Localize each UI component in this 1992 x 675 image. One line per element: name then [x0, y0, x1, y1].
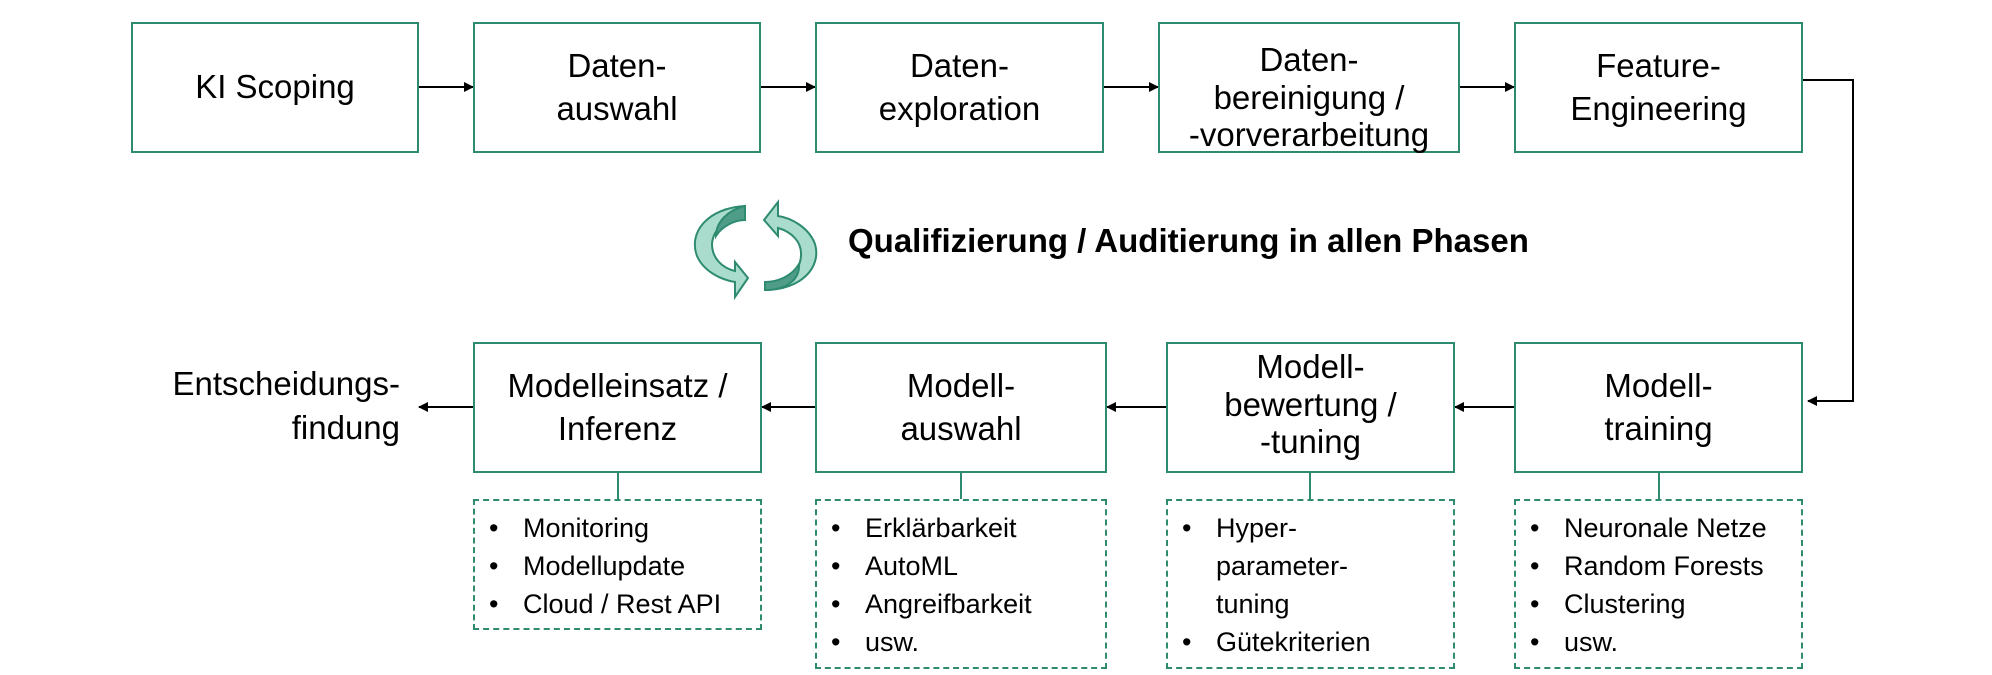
- step-label: training: [1604, 409, 1713, 447]
- step-feature-engineering: Feature- Engineering: [1514, 22, 1803, 153]
- list-item-line: Hyper-: [1216, 513, 1298, 543]
- step-modellauswahl: Modell- auswahl: [815, 342, 1107, 473]
- step-label: Engineering: [1570, 89, 1747, 127]
- list-item: Angreifbarkeit: [831, 585, 1095, 623]
- step-datenauswahl: Daten- auswahl: [473, 22, 761, 153]
- step-datenexploration: Daten- exploration: [815, 22, 1104, 153]
- step-modelleinsatz: Modelleinsatz / Inferenz: [473, 342, 762, 473]
- list-item: Erklärbarkeit: [831, 509, 1095, 547]
- list-item: Neuronale Netze: [1530, 509, 1791, 547]
- quality-audit-label: Qualifizierung / Auditierung in allen Ph…: [848, 222, 1529, 259]
- list-item-line: tuning: [1216, 589, 1290, 619]
- step-label: Modell-: [1604, 366, 1713, 404]
- note-modelleinsatz: Monitoring Modellupdate Cloud / Rest API: [473, 499, 762, 630]
- step-label: Modell-: [906, 366, 1016, 404]
- list-item: Random Forests: [1530, 547, 1791, 585]
- note-modellbewertung: Hyper- parameter- tuning Gütekriterien: [1166, 499, 1455, 669]
- list-item: Hyper- parameter- tuning: [1182, 509, 1443, 623]
- step-label: Inferenz: [557, 409, 678, 447]
- step-label: KI Scoping: [195, 68, 355, 106]
- step-datenbereinigung: Daten- bereinigung / -vorverarbeitung: [1158, 22, 1460, 153]
- step-label: -tuning: [1260, 423, 1361, 461]
- list-item: Clustering: [1530, 585, 1791, 623]
- cycle-arrows-icon: [693, 199, 818, 301]
- list-item: usw.: [1530, 623, 1791, 661]
- list-item: usw.: [831, 623, 1095, 661]
- note-modelltraining: Neuronale Netze Random Forests Clusterin…: [1514, 499, 1803, 669]
- step-label: bewertung /: [1224, 385, 1397, 423]
- step-label: auswahl: [900, 409, 1022, 447]
- list-item: Cloud / Rest API: [489, 585, 750, 623]
- list-item: Modellupdate: [489, 547, 750, 585]
- step-ki-scoping: KI Scoping: [131, 22, 419, 153]
- arrow-feature-to-training: [1803, 79, 1854, 406]
- list-item: Gütekriterien: [1182, 623, 1443, 661]
- note-modellauswahl: Erklärbarkeit AutoML Angreifbarkeit usw.: [815, 499, 1107, 669]
- step-label: Modell-: [1256, 347, 1365, 385]
- list-item: Monitoring: [489, 509, 750, 547]
- step-label: -vorverarbeitung: [1188, 116, 1430, 154]
- step-label: Feature-: [1596, 46, 1721, 84]
- list-item: AutoML: [831, 547, 1095, 585]
- step-label: Modelleinsatz /: [507, 366, 728, 404]
- step-label: auswahl: [556, 89, 678, 127]
- step-label: bereinigung /: [1213, 78, 1405, 116]
- step-label: Daten-: [1259, 40, 1359, 78]
- step-label: exploration: [878, 89, 1041, 127]
- outcome-entscheidungsfindung: Entscheidungs- findung: [150, 362, 400, 450]
- step-modelltraining: Modell- training: [1514, 342, 1803, 473]
- step-modellbewertung: Modell- bewertung / -tuning: [1166, 342, 1455, 473]
- outcome-line: Entscheidungs-: [172, 365, 400, 402]
- outcome-line: findung: [291, 409, 400, 446]
- list-item-line: parameter-: [1216, 551, 1349, 581]
- step-label: Daten-: [909, 46, 1010, 84]
- step-label: Daten-: [567, 46, 667, 84]
